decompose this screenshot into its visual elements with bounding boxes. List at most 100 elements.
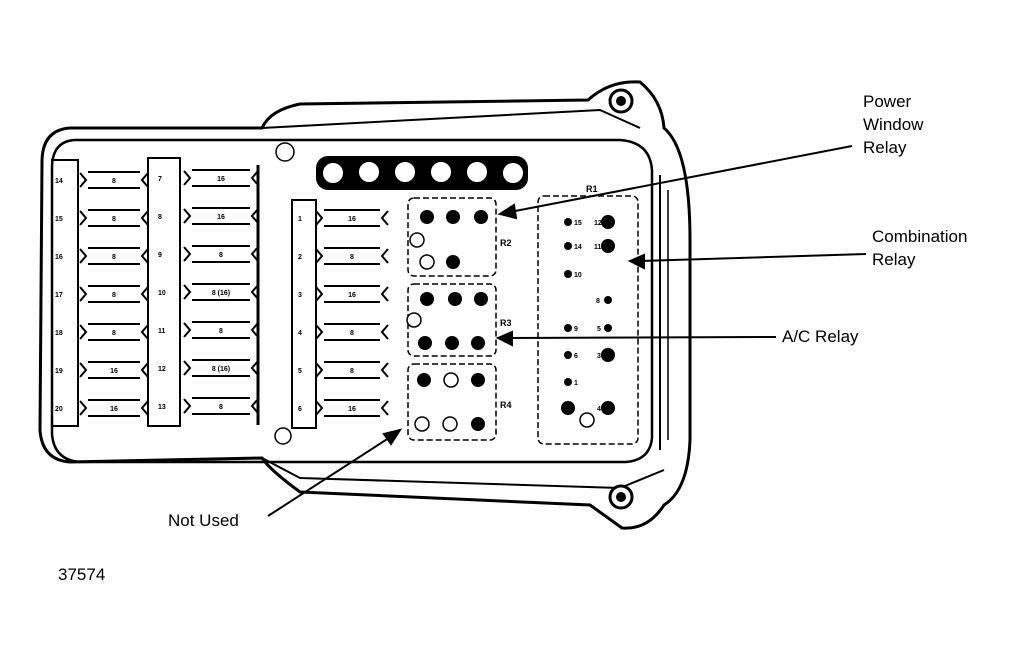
fuse-number: 6 [298, 406, 302, 413]
fuse-rating: 8 [219, 252, 223, 259]
fuse-rating: 8 [112, 254, 116, 261]
relay-label-r4: R4 [500, 400, 512, 410]
relay-socket-labels: R2 R3 R4 R1 [500, 184, 598, 410]
fuse-rating: 16 [110, 406, 118, 413]
fuse-number: 20 [55, 406, 63, 413]
fuse-slot: 7 16 [158, 169, 259, 187]
fuse-body [79, 171, 149, 189]
power-window-relay-label-line1: Power [863, 92, 912, 111]
fuse-body [79, 209, 149, 227]
fuse-slot: 18 8 [55, 323, 149, 341]
power-window-relay-label-line2: Window [863, 115, 924, 134]
fuse-body [79, 323, 149, 341]
fuse-slot: 14 8 [55, 171, 149, 189]
fuse-rating: 8 [350, 330, 354, 337]
relay-label-r1: R1 [586, 184, 598, 194]
fuse-body [315, 399, 389, 417]
fuse-rating: 8 [219, 328, 223, 335]
fuse-slot: 10 8 (16) [158, 283, 259, 301]
fuse-body [79, 399, 149, 417]
fuse-number: 9 [158, 252, 162, 259]
fuse-rating: 16 [348, 292, 356, 299]
relay-label-r3: R3 [500, 318, 512, 328]
fuse-slot: 12 8 (16) [158, 359, 259, 377]
fuse-body [79, 285, 149, 303]
fuse-number: 18 [55, 330, 63, 337]
relay-label-r2: R2 [500, 238, 512, 248]
fuse-slot: 6 16 [298, 399, 389, 417]
fuse-rating: 8 [112, 292, 116, 299]
fuse-number: 3 [298, 292, 302, 299]
combination-pin-numbers: 15 12 14 11 10 8 9 5 6 3 1 4 [574, 220, 602, 413]
fuse-rating: 8 [112, 330, 116, 337]
pin-label: 14 [574, 244, 582, 251]
relay-sockets [407, 195, 639, 445]
pin-label: 9 [574, 326, 578, 333]
fuse-number: 12 [158, 366, 166, 373]
fuse-body [183, 283, 259, 301]
fuse-number: 2 [298, 254, 302, 261]
fuse-body [183, 359, 259, 377]
fuse-body [183, 321, 259, 339]
fuse-number: 5 [298, 368, 302, 375]
mounting-bosses [274, 88, 634, 510]
fuse-number: 10 [158, 290, 166, 297]
pin-label: 5 [597, 326, 601, 333]
pin-label: 1 [574, 380, 578, 387]
fuse-body [183, 245, 259, 263]
fuse-number: 16 [55, 254, 63, 261]
not-used-label: Not Used [168, 511, 239, 530]
power-window-relay-label-line3: Relay [863, 138, 907, 157]
fuse-body [79, 247, 149, 265]
fuse-rating: 16 [348, 406, 356, 413]
fuse-body [315, 323, 389, 341]
fuse-body [183, 397, 259, 415]
fuse-body [315, 209, 389, 227]
fuse-number: 8 [158, 214, 162, 221]
fuse-slot: 17 8 [55, 285, 149, 303]
fuse-rating: 8 [112, 178, 116, 185]
ac-relay-label: A/C Relay [782, 327, 859, 346]
fuse-slot: 3 16 [298, 285, 389, 303]
fuse-number: 15 [55, 216, 63, 223]
fuse-body [183, 207, 259, 225]
combination-relay-label-line2: Relay [872, 250, 916, 269]
fuse-number: 14 [55, 178, 63, 185]
fuse-rating: 8 [112, 216, 116, 223]
fuse-body [315, 285, 389, 303]
fuse-rating: 8 (16) [212, 366, 230, 373]
fuse-number: 17 [55, 292, 63, 299]
fuse-rating: 8 (16) [212, 290, 230, 297]
pin-label: 10 [574, 272, 582, 279]
fuse-rating: 8 [219, 404, 223, 411]
pin-label: 4 [597, 406, 601, 413]
pin-label: 6 [574, 353, 578, 360]
fuse-number: 7 [158, 176, 162, 183]
relay-pins [406, 210, 615, 432]
pin-label: 8 [596, 298, 600, 305]
connector-strip [316, 156, 528, 190]
fuse-body [183, 169, 259, 187]
combination-relay-label-line1: Combination [872, 227, 967, 246]
fuse-slot: 16 8 [55, 247, 149, 265]
fuse-rating: 16 [217, 176, 225, 183]
fuse-number: 1 [298, 216, 302, 223]
fuse-number: 4 [298, 330, 302, 337]
callout-arrows [267, 145, 867, 517]
figure-number: 37574 [58, 565, 105, 584]
